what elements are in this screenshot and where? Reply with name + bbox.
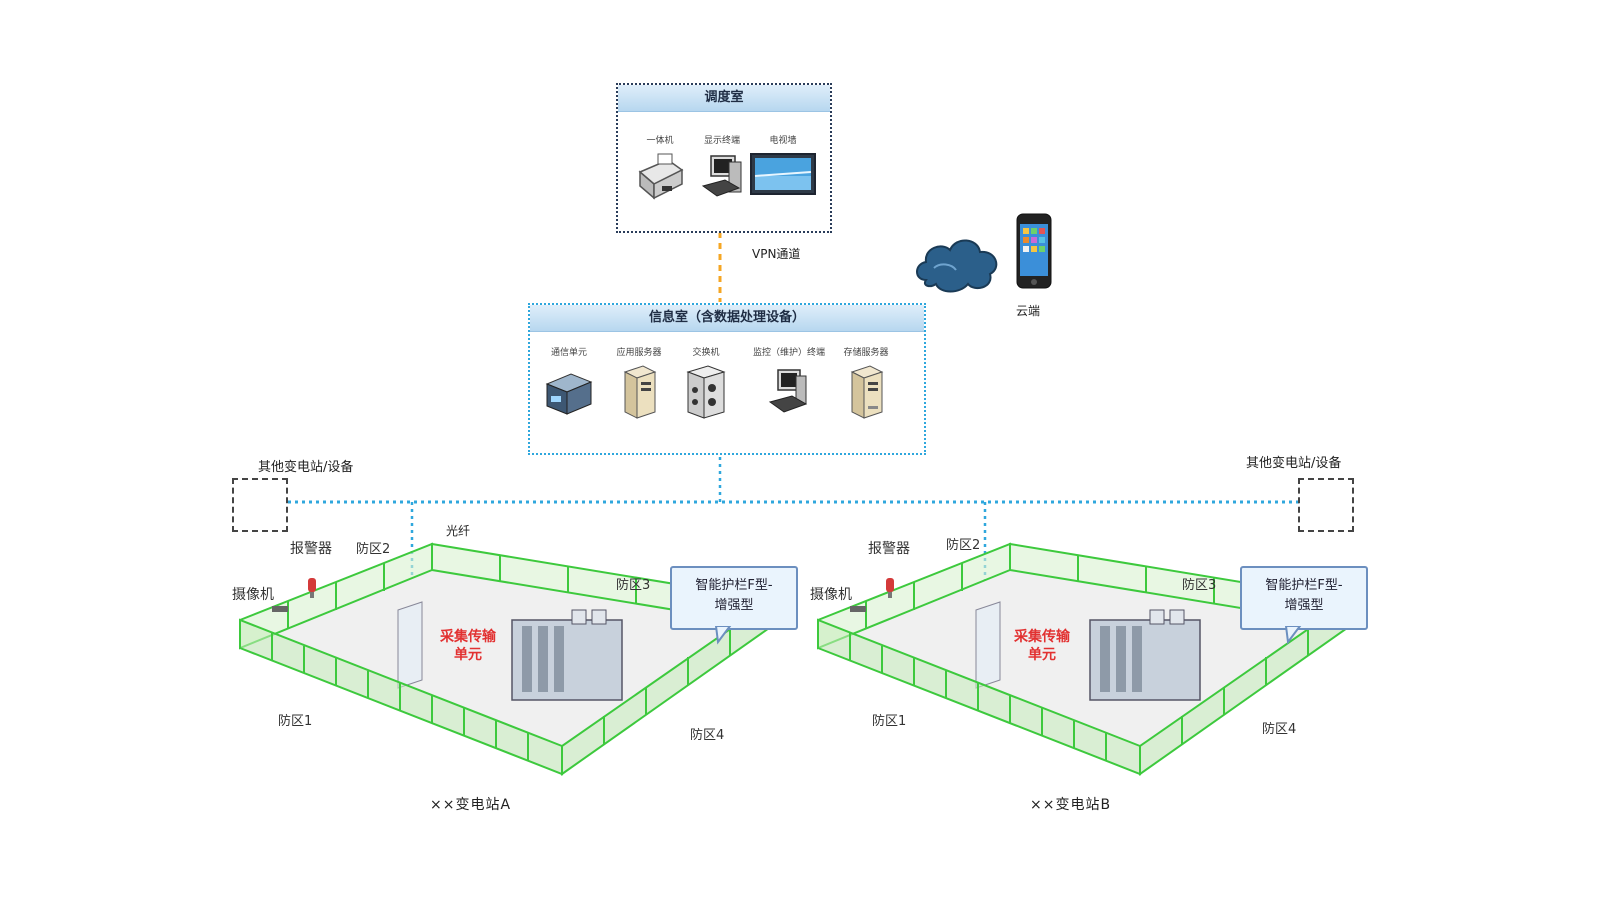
callout-line1: 智能护栏F型-	[1265, 578, 1343, 593]
left-node-label: 其他变电站/设备	[258, 460, 354, 475]
terminal-icon	[701, 155, 742, 197]
zone-3-label: 防区3	[1182, 578, 1217, 593]
callout-line2: 增强型	[714, 598, 754, 613]
device-all-in-one[interactable]: 一体机	[632, 133, 688, 206]
camera-label: 摄像机	[232, 587, 274, 603]
collection-unit-cabinet	[975, 601, 1001, 689]
device-monitor-terminal[interactable]: 监控（维护）终端	[744, 345, 834, 422]
zone-1-label: 防区1	[278, 714, 313, 729]
ground-area	[240, 570, 772, 774]
alarm-label: 报警器	[290, 541, 332, 557]
device-switch[interactable]: 交换机	[676, 345, 736, 426]
cloud-icon	[916, 239, 998, 293]
substation-a-title: ××变电站A	[430, 797, 512, 813]
printer-icon	[638, 153, 684, 200]
substation-b-title: ××变电站B	[1030, 797, 1112, 813]
device-storage-server[interactable]: 存储服务器	[826, 345, 906, 426]
storage-server-icon	[850, 365, 884, 419]
zone-4-label: 防区4	[1262, 722, 1297, 737]
camera-label: 摄像机	[810, 587, 852, 603]
switch-icon	[686, 365, 726, 419]
dispatch-room-title: 调度室	[618, 85, 830, 112]
zone-2-label: 防区2	[946, 538, 981, 553]
alarm-icon	[308, 578, 316, 598]
right-node-box[interactable]	[1298, 478, 1354, 532]
zone-2-label: 防区2	[356, 542, 391, 557]
callout-line1: 智能护栏F型-	[695, 578, 773, 593]
zone-1-label: 防区1	[872, 714, 907, 729]
zone-3-label: 防区3	[616, 578, 651, 593]
camera-icon	[850, 606, 866, 612]
callout-line2: 增强型	[1284, 598, 1324, 613]
device-app-server[interactable]: 应用服务器	[604, 345, 674, 426]
fence-front-right	[561, 598, 772, 776]
info-room-title: 信息室（含数据处理设备）	[530, 305, 924, 332]
transformer-icon	[511, 609, 623, 701]
callout-pointer-b	[1284, 626, 1302, 645]
device-label: 监控（维护）终端	[752, 348, 825, 358]
collection-unit-cabinet	[397, 601, 423, 689]
right-node-label: 其他变电站/设备	[1246, 456, 1342, 471]
lan-label: 光纤	[446, 524, 471, 538]
substation-a: 报警器 摄像机 防区1 防区2 防区3 防区4 采集传输 单元	[232, 540, 772, 800]
alarm-label: 报警器	[868, 541, 910, 557]
fence-type-callout-b: 智能护栏F型- 增强型	[1240, 566, 1368, 630]
app-server-icon	[623, 365, 657, 419]
device-label: 一体机	[646, 136, 674, 146]
camera-icon	[272, 606, 288, 612]
fence-type-callout-a: 智能护栏F型- 增强型	[670, 566, 798, 630]
callout-pointer-a	[714, 626, 732, 645]
device-label: 存储服务器	[843, 348, 889, 358]
communication-unit-icon	[545, 373, 593, 415]
ground-area	[818, 570, 1350, 774]
device-label: 显示终端	[703, 136, 740, 146]
device-display-terminal[interactable]: 显示终端	[696, 133, 748, 206]
device-label: 电视墙	[769, 136, 797, 146]
device-label: 通信单元	[550, 348, 587, 358]
collection-unit-label: 采集传输 单元	[428, 628, 508, 664]
collection-unit-label: 采集传输 单元	[1002, 628, 1082, 664]
collection-unit-label-line2: 单元	[1028, 647, 1056, 663]
mobile-phone-icon	[1016, 213, 1052, 289]
vpn-label: VPN通道	[752, 247, 801, 261]
transformer-icon	[1089, 609, 1201, 701]
fence-enclosure-a	[238, 542, 772, 776]
device-label: 交换机	[692, 348, 720, 358]
device-comm-unit[interactable]: 通信单元	[536, 345, 602, 422]
device-tv-wall[interactable]: 电视墙	[748, 133, 818, 202]
tv-wall-icon	[750, 153, 816, 195]
collection-unit-label-line2: 单元	[454, 647, 482, 663]
info-room-panel: 信息室（含数据处理设备） 通信单元 应用服务器 交换机 监控（维护）终端	[528, 303, 926, 455]
left-node-box[interactable]	[232, 478, 288, 532]
monitor-terminal-icon	[768, 369, 808, 413]
device-label: 应用服务器	[616, 348, 662, 358]
alarm-icon	[886, 578, 894, 598]
dispatch-room-panel: 调度室 一体机 显示终端 电视墙	[616, 83, 832, 233]
collection-unit-label-line1: 采集传输	[1014, 629, 1070, 645]
collection-unit-label-line1: 采集传输	[440, 629, 496, 645]
fence-front-right	[1139, 598, 1350, 776]
zone-4-label: 防区4	[690, 728, 725, 743]
cloud-label: 云端	[1016, 304, 1041, 318]
